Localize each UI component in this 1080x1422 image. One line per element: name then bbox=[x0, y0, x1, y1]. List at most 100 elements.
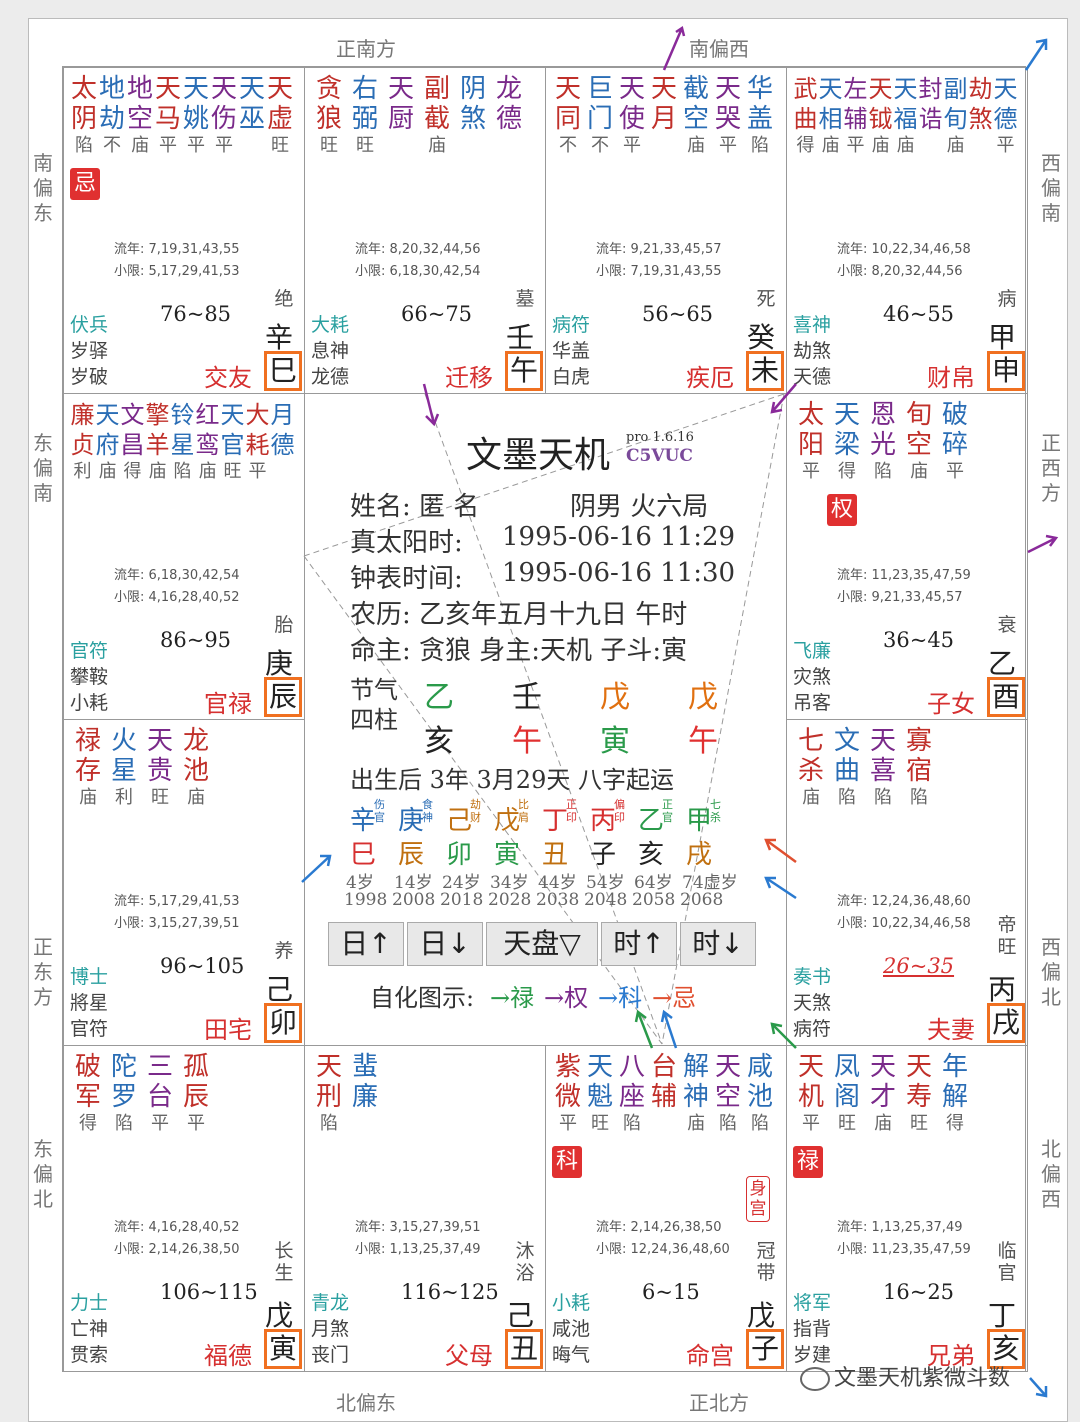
star[interactable]: 天月 bbox=[648, 74, 680, 158]
star[interactable]: 解神庙 bbox=[680, 1052, 712, 1136]
star[interactable]: 凤阁旺 bbox=[829, 1052, 865, 1136]
earthly-branch[interactable]: 辰 bbox=[264, 677, 302, 717]
star[interactable]: 天马平 bbox=[154, 74, 182, 158]
star[interactable]: 咸池陷 bbox=[744, 1052, 776, 1136]
earthly-branch[interactable]: 子 bbox=[746, 1329, 784, 1369]
star[interactable]: 天寿旺 bbox=[901, 1052, 937, 1136]
star[interactable]: 天梁得 bbox=[829, 400, 865, 484]
star[interactable]: 武曲得 bbox=[793, 74, 818, 158]
star[interactable]: 台辅 bbox=[648, 1052, 680, 1136]
line-chen-shen bbox=[303, 393, 785, 557]
star[interactable]: 廉贞利 bbox=[70, 400, 95, 484]
star[interactable]: 太阴陷 bbox=[70, 74, 98, 158]
hour-up-button[interactable]: 时↑ bbox=[601, 922, 677, 966]
star[interactable]: 年解得 bbox=[937, 1052, 973, 1136]
star[interactable]: 天巫 bbox=[238, 74, 266, 158]
star[interactable]: 文曲陷 bbox=[829, 726, 865, 810]
star[interactable]: 截空庙 bbox=[680, 74, 712, 158]
star[interactable]: 天机平 bbox=[793, 1052, 829, 1136]
earthly-branch[interactable]: 寅 bbox=[264, 1329, 302, 1369]
star[interactable]: 七杀庙 bbox=[793, 726, 829, 810]
day-up-button[interactable]: 日↑ bbox=[328, 922, 404, 966]
star[interactable]: 天官旺 bbox=[220, 400, 245, 484]
day-down-button[interactable]: 日↓ bbox=[407, 922, 483, 966]
star[interactable]: 恩光陷 bbox=[865, 400, 901, 484]
tianpan-button[interactable]: 天盘▽ bbox=[486, 922, 598, 966]
star[interactable]: 天空陷 bbox=[712, 1052, 744, 1136]
star[interactable]: 陀罗陷 bbox=[106, 1052, 142, 1136]
dayun-gan: 辛 bbox=[350, 806, 377, 836]
star[interactable]: 文昌得 bbox=[120, 400, 145, 484]
earthly-branch[interactable]: 亥 bbox=[987, 1329, 1025, 1369]
star[interactable]: 紫微平 bbox=[552, 1052, 584, 1136]
star[interactable]: 华盖陷 bbox=[744, 74, 776, 158]
star[interactable]: 破碎平 bbox=[937, 400, 973, 484]
earthly-branch[interactable]: 未 bbox=[746, 351, 784, 391]
star[interactable]: 天虚旺 bbox=[266, 74, 294, 158]
star[interactable]: 副旬庙 bbox=[943, 74, 968, 158]
star[interactable]: 火星利 bbox=[106, 726, 142, 810]
star[interactable]: 封诰 bbox=[918, 74, 943, 158]
star[interactable]: 地空庙 bbox=[126, 74, 154, 158]
star[interactable]: 左辅平 bbox=[843, 74, 868, 158]
star[interactable]: 旬空庙 bbox=[901, 400, 937, 484]
star[interactable]: 巨门不 bbox=[584, 74, 616, 158]
star[interactable]: 天姚平 bbox=[182, 74, 210, 158]
star[interactable]: 右弼旺 bbox=[347, 74, 383, 158]
earthly-branch[interactable]: 戌 bbox=[987, 1003, 1025, 1043]
star[interactable]: 天府庙 bbox=[95, 400, 120, 484]
star[interactable]: 寡宿陷 bbox=[901, 726, 937, 810]
earthly-branch[interactable]: 申 bbox=[987, 351, 1025, 391]
star[interactable]: 天福庙 bbox=[893, 74, 918, 158]
star[interactable]: 龙池庙 bbox=[178, 726, 214, 810]
god-2: 白虎 bbox=[552, 366, 591, 388]
star[interactable]: 擎羊庙 bbox=[145, 400, 170, 484]
star[interactable]: 天伤平 bbox=[210, 74, 238, 158]
hour-down-button[interactable]: 时↓ bbox=[680, 922, 756, 966]
star[interactable]: 天同不 bbox=[552, 74, 584, 158]
star[interactable]: 天厨 bbox=[383, 74, 419, 158]
star[interactable]: 龙德 bbox=[491, 74, 527, 158]
star[interactable]: 天才庙 bbox=[865, 1052, 901, 1136]
earthly-branch[interactable]: 卯 bbox=[264, 1003, 302, 1043]
star[interactable]: 禄存庙 bbox=[70, 726, 106, 810]
star[interactable]: 破军得 bbox=[70, 1052, 106, 1136]
palace-si[interactable]: 太阴陷地劫不地空庙天马平天姚平天伤平天巫 天虚旺忌流年: 7,19,31,43,… bbox=[63, 67, 305, 394]
star[interactable]: 天魁旺 bbox=[584, 1052, 616, 1136]
star[interactable]: 天钺庙 bbox=[868, 74, 893, 158]
star[interactable]: 天哭平 bbox=[712, 74, 744, 158]
star[interactable]: 天喜陷 bbox=[865, 726, 901, 810]
star[interactable]: 红鸾庙 bbox=[195, 400, 220, 484]
star[interactable]: 天相庙 bbox=[818, 74, 843, 158]
star[interactable]: 阴煞 bbox=[455, 74, 491, 158]
star[interactable]: 副截庙 bbox=[419, 74, 455, 158]
star[interactable]: 天德平 bbox=[993, 74, 1018, 158]
earthly-branch[interactable]: 巳 bbox=[264, 351, 302, 391]
star[interactable]: 天贵旺 bbox=[142, 726, 178, 810]
star[interactable]: 月德 bbox=[270, 400, 295, 484]
star[interactable]: 孤辰平 bbox=[178, 1052, 214, 1136]
star[interactable]: 天刑陷 bbox=[311, 1052, 347, 1136]
star[interactable]: 铃星陷 bbox=[170, 400, 195, 484]
star[interactable]: 八座陷 bbox=[616, 1052, 648, 1136]
star[interactable]: 天使平 bbox=[616, 74, 648, 158]
earthly-branch[interactable]: 午 bbox=[505, 351, 543, 391]
star[interactable]: 蜚廉 bbox=[347, 1052, 383, 1136]
star[interactable]: 大耗平 bbox=[245, 400, 270, 484]
earthly-branch[interactable]: 酉 bbox=[987, 677, 1025, 717]
earthly-branch[interactable]: 丑 bbox=[505, 1329, 543, 1369]
star[interactable]: 三台平 bbox=[142, 1052, 178, 1136]
palace-zi[interactable]: 紫微平天魁旺八座陷台辅 解神庙天空陷咸池陷科身宫流年: 2,14,26,38,5… bbox=[545, 1045, 787, 1372]
star[interactable]: 地劫不 bbox=[98, 74, 126, 158]
star[interactable]: 劫煞 bbox=[968, 74, 993, 158]
star[interactable]: 太阳平 bbox=[793, 400, 829, 484]
palace-shen[interactable]: 武曲得天相庙左辅平天钺庙天福庙封诰 副旬庙劫煞 天德平流年: 10,22,34,… bbox=[786, 67, 1028, 394]
star[interactable]: 贪狼旺 bbox=[311, 74, 347, 158]
